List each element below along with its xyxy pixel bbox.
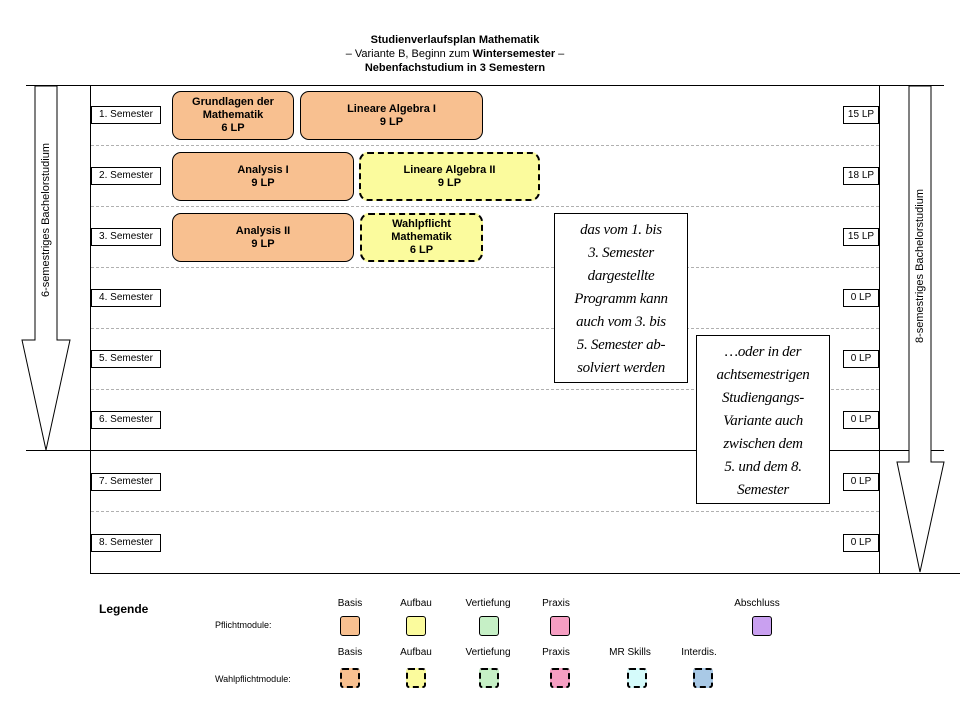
legend-wahl-basis-label: Basis — [337, 647, 363, 658]
legend-wahl-mr-skills-swatch — [627, 668, 647, 688]
module-lp: 6 LP — [409, 244, 434, 256]
semester-lp-1: 15 LP — [843, 106, 879, 124]
module-lp: 9 LP — [437, 176, 462, 189]
legend-wahl-mr-skills-label: MR Skills — [609, 647, 651, 658]
legend-pflicht-basis-label: Basis — [337, 598, 363, 609]
right-arrow-label: 8-semestriges Bachelorstudium — [914, 188, 926, 344]
semester-lp-3: 15 LP — [843, 228, 879, 246]
legend-wahl-aufbau-swatch — [406, 668, 426, 688]
grid-left-border — [90, 85, 91, 573]
note-alternative-semesters: das vom 1. bis 3. Semester dargestellte … — [554, 213, 688, 383]
title-line-1: Studienverlaufsplan Mathematik — [370, 34, 540, 46]
legend-wahl-praxis-swatch — [550, 668, 570, 688]
semester-label-2: 2. Semester — [91, 167, 161, 185]
semester-separator — [91, 511, 879, 512]
module-name: Grundlagen der Mathematik — [192, 96, 274, 121]
module-analysis-1[interactable]: Analysis I 9 LP — [172, 152, 354, 201]
legend-wahl-interdis-label: Interdis. — [681, 647, 717, 658]
sixth-semester-divider — [26, 450, 944, 451]
module-name: Lineare Algebra I — [347, 102, 436, 115]
legend-wahl-aufbau-label: Aufbau — [400, 647, 432, 658]
legend-pflicht-praxis-label: Praxis — [542, 598, 570, 609]
semester-separator — [91, 206, 879, 207]
module-name: Analysis II — [235, 224, 291, 237]
legend-pflicht-abschluss-swatch — [752, 616, 772, 636]
legend-pflicht-vertiefung-swatch — [479, 616, 499, 636]
down-arrow-icon — [21, 85, 71, 451]
legend-wahl-vertiefung-label: Vertiefung — [465, 647, 511, 658]
page-title: Studienverlaufsplan Mathematik – Variant… — [280, 33, 630, 75]
module-lp: 9 LP — [251, 176, 275, 189]
legend-wahl-vertiefung-swatch — [479, 668, 499, 688]
note-eight-semester-variant: …oder in der achtsemestrigen Studiengang… — [696, 335, 830, 504]
legend-pflicht-aufbau-swatch — [406, 616, 426, 636]
module-lp: 9 LP — [379, 115, 404, 128]
legend-pflicht-label: Pflichtmodule: — [215, 620, 272, 630]
module-lineare-algebra-2[interactable]: Lineare Algebra II 9 LP — [359, 152, 540, 201]
title-line-2: – Variante B, Beginn zum Wintersemester … — [345, 48, 565, 60]
semester-lp-5: 0 LP — [843, 350, 879, 368]
semester-lp-6: 0 LP — [843, 411, 879, 429]
left-arrow-label: 6-semestriges Bachelorstudium — [40, 142, 52, 298]
module-lp: 9 LP — [251, 237, 275, 250]
module-lineare-algebra-1[interactable]: Lineare Algebra I 9 LP — [300, 91, 483, 140]
semester-lp-4: 0 LP — [843, 289, 879, 307]
legend-pflicht-vertiefung-label: Vertiefung — [465, 598, 511, 609]
semester-separator — [91, 389, 879, 390]
left-arrow-six-semester — [21, 85, 71, 451]
semester-label-8: 8. Semester — [91, 534, 161, 552]
module-name: Wahlpflicht Mathematik — [391, 218, 452, 243]
module-grundlagen-der-mathematik[interactable]: Grundlagen der Mathematik 6 LP — [172, 91, 294, 140]
top-border-line — [26, 85, 944, 86]
legend-pflicht-praxis-swatch — [550, 616, 570, 636]
legend-title: Legende — [99, 602, 149, 616]
legend-wahlpflicht-label: Wahlpflichtmodule: — [215, 674, 291, 684]
grid-right-border — [879, 85, 880, 573]
semester-lp-7: 0 LP — [843, 473, 879, 491]
semester-label-7: 7. Semester — [91, 473, 161, 491]
title-line-3: Nebenfachstudium in 3 Semestern — [364, 62, 546, 74]
module-wahlpflicht-mathematik[interactable]: Wahlpflicht Mathematik 6 LP — [360, 213, 483, 262]
semester-lp-8: 0 LP — [843, 534, 879, 552]
legend-pflicht-abschluss-label: Abschluss — [734, 598, 780, 609]
legend-wahl-interdis-swatch — [693, 668, 713, 688]
module-name: Analysis I — [237, 163, 289, 176]
legend-pflicht-aufbau-label: Aufbau — [400, 598, 432, 609]
module-name: Lineare Algebra II — [403, 163, 496, 176]
semester-label-1: 1. Semester — [91, 106, 161, 124]
semester-separator — [91, 145, 879, 146]
legend-wahl-basis-swatch — [340, 668, 360, 688]
module-analysis-2[interactable]: Analysis II 9 LP — [172, 213, 354, 262]
semester-separator — [91, 328, 879, 329]
semester-label-4: 4. Semester — [91, 289, 161, 307]
semester-lp-2: 18 LP — [843, 167, 879, 185]
module-lp: 6 LP — [221, 122, 245, 134]
semester-label-3: 3. Semester — [91, 228, 161, 246]
legend-wahl-praxis-label: Praxis — [542, 647, 570, 658]
semester-label-5: 5. Semester — [91, 350, 161, 368]
semester-separator — [91, 267, 879, 268]
legend-pflicht-basis-swatch — [340, 616, 360, 636]
bottom-border-line — [90, 573, 960, 574]
right-arrow-eight-semester — [896, 85, 945, 573]
semester-label-6: 6. Semester — [91, 411, 161, 429]
down-arrow-icon — [896, 85, 945, 573]
